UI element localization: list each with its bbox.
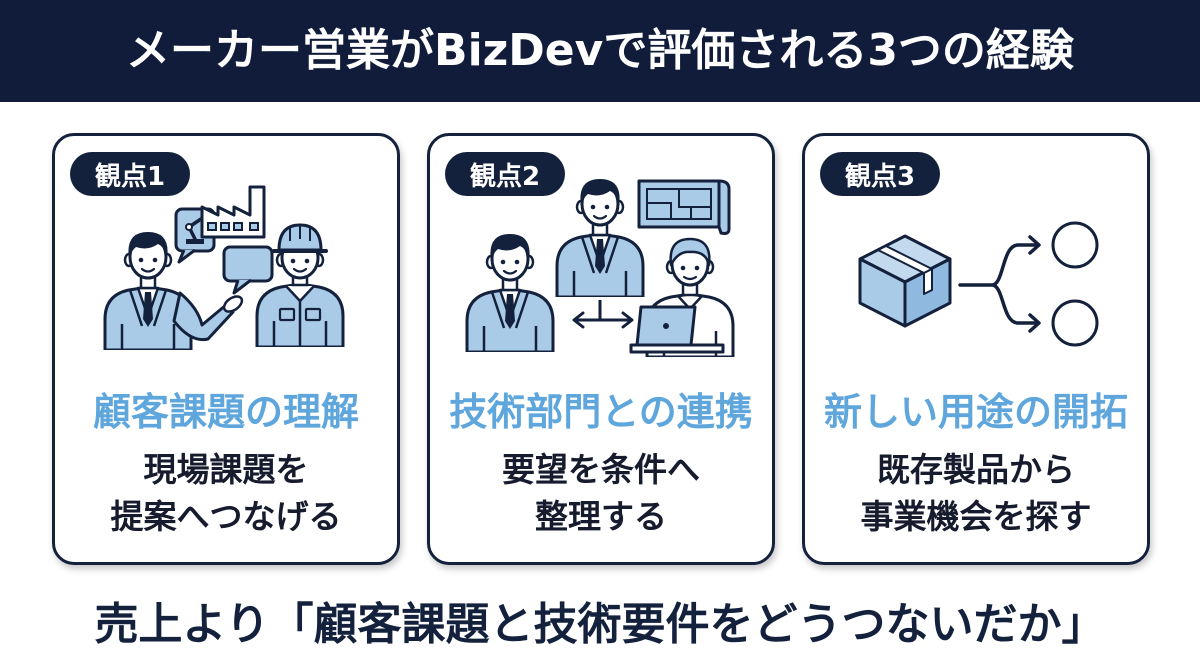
- double-arrow-icon: [572, 300, 634, 329]
- blueprint-icon: [637, 179, 731, 235]
- card-description-line: 既存製品から: [877, 450, 1075, 489]
- card-tech-collaboration: 観点2 技術部門との連携 要望を条件へ 整理する: [427, 133, 775, 565]
- card-heading: 顧客課題の理解: [92, 390, 359, 434]
- engineer-laptop-icon: [629, 237, 735, 357]
- card-description-line: 現場課題を: [143, 450, 309, 489]
- speech-bubble-icon: [222, 245, 274, 295]
- card-heading: 新しい用途の開拓: [823, 390, 1128, 434]
- illustration-tech-collaboration: [465, 177, 735, 357]
- page-title: メーカー営業がBizDevで評価される3つの経験: [126, 25, 1074, 76]
- card-description-line: 要望を条件へ: [502, 450, 700, 489]
- card-customer-understanding: 観点1 顧客課題の理解 現場課題: [52, 133, 400, 565]
- circle-icon: [1051, 221, 1099, 269]
- factory-icon: [200, 185, 266, 239]
- card-description: 既存製品から 事業機会を探す: [805, 446, 1147, 540]
- illustration-new-applications: [858, 221, 1099, 347]
- branch-arrow-icon: [958, 235, 1041, 333]
- businessman-icon: [103, 230, 244, 350]
- worker-helmet-icon: [255, 223, 345, 347]
- card-description-line: 事業機会を探す: [860, 497, 1092, 536]
- card-description: 現場課題を 提案へつなげる: [55, 446, 397, 540]
- card-description-line: 提案へつなげる: [110, 497, 342, 536]
- card-heading: 技術部門との連携: [449, 390, 753, 434]
- card-description: 要望を条件へ 整理する: [430, 446, 772, 540]
- card-description-line: 整理する: [535, 497, 667, 536]
- businessman-icon: [465, 232, 555, 352]
- card-new-applications: 観点3 新しい用途の開拓 既存製品から 事業機会を探す: [802, 133, 1150, 565]
- viewpoint-badge: 観点1: [70, 152, 190, 196]
- viewpoint-badge: 観点3: [820, 152, 940, 196]
- cardboard-box-icon: [858, 234, 952, 328]
- illustration-customer-understanding: [103, 185, 345, 350]
- summary-message: 売上より「顧客課題と技術要件をどうつないだか」: [94, 599, 1106, 650]
- viewpoint-badge: 観点2: [445, 152, 565, 196]
- manager-icon: [555, 177, 645, 297]
- header-bar: メーカー営業がBizDevで評価される3つの経験: [0, 0, 1200, 102]
- circle-icon: [1051, 299, 1099, 347]
